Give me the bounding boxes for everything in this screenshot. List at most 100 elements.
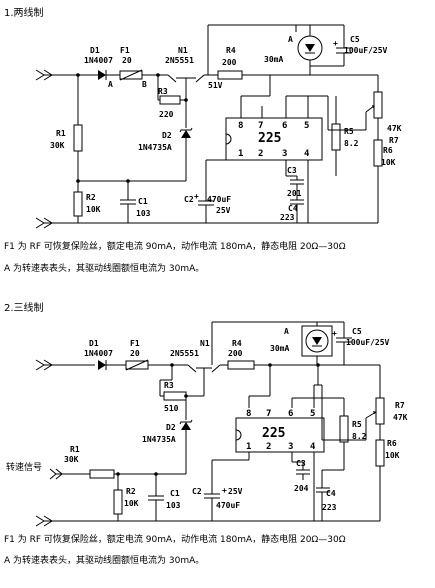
c3-label: C3: [287, 166, 297, 175]
c2-value: 470uF: [207, 195, 231, 204]
transistor-n1-icon-2: [187, 364, 221, 392]
ic-pin5-2: 5: [310, 409, 315, 419]
resistor-r6-icon-2: [375, 439, 385, 467]
c5-value: 100uF/25V: [344, 46, 388, 55]
r1-label: R1: [56, 129, 66, 138]
ic-pin2-2: 2: [266, 442, 271, 452]
r5-label: R5: [344, 127, 354, 136]
n1-value: 2N5551: [165, 56, 194, 65]
ic-pin2: 2: [258, 149, 263, 159]
r3-value: 220: [159, 110, 174, 119]
capacitor-c1-icon: [120, 199, 136, 205]
meter-a-label: A: [288, 35, 293, 44]
c4-label-2: C4: [326, 489, 336, 498]
meter-a-icon: [297, 35, 323, 61]
ic-pin8: 8: [238, 121, 243, 131]
c1-value-2: 103: [166, 501, 181, 510]
svg-text:+: +: [332, 329, 337, 338]
meter-a-current: 30mA: [264, 55, 283, 64]
r2-value: 10K: [86, 205, 101, 214]
c2-value-2: 470uF: [216, 501, 240, 510]
pot-r7-icon: [365, 91, 383, 119]
svg-text:+: +: [222, 486, 227, 495]
ic-pin6: 6: [282, 121, 287, 131]
input-terminal-top-icon: [35, 69, 78, 81]
zener-d2-icon-2: [179, 419, 193, 430]
ic-label-2: 225: [262, 426, 285, 441]
r3-label-2: R3: [164, 381, 174, 390]
resistor-r1-icon-2: [89, 469, 115, 479]
ic-pin7-2: 7: [266, 409, 271, 419]
node-b-label: B: [142, 80, 147, 89]
r3-label: R3: [158, 87, 168, 96]
r7-label: R7: [389, 136, 399, 145]
ic-pin3: 3: [282, 149, 287, 159]
r4-value-2: 200: [228, 349, 243, 358]
c4-value-2: 223: [322, 503, 337, 512]
diode-d1-icon-2: [98, 360, 107, 370]
r7-value-2: 47K: [393, 413, 408, 422]
c4-value: 223: [280, 213, 295, 222]
c1-label-2: C1: [170, 489, 180, 498]
resistor-r2-icon: [73, 191, 83, 217]
ic-pin4-2: 4: [310, 442, 316, 452]
resistor-r3-icon: [159, 95, 181, 105]
resistor-r5-icon-2: [339, 415, 349, 443]
meter-a-icon-2: [301, 325, 333, 357]
r1-value: 30K: [50, 141, 65, 150]
resistor-r5-icon: [331, 123, 341, 151]
capacitor-c3-icon-2: [296, 469, 310, 475]
r4-value: 200: [222, 58, 237, 67]
c2-label-2: C2: [192, 487, 202, 496]
d1-value-2: 1N4007: [84, 349, 113, 358]
r1-label-2: R1: [70, 445, 80, 454]
c3-value-2: 204: [294, 484, 309, 493]
meter-a-label-2: A: [284, 327, 289, 336]
c1-value: 103: [136, 209, 151, 218]
c5-value-2: 100uF/25V: [346, 338, 390, 347]
section1-circuit: D1 1N4007 A F1 20 B N1 2N5551 R3 220: [35, 24, 402, 229]
r5-value-2: 8.2: [352, 432, 367, 441]
ic-225-icon-2: [235, 417, 325, 453]
svg-text:+: +: [194, 192, 199, 201]
c3-value: 201: [287, 189, 302, 198]
zener-d2-icon: [179, 127, 193, 138]
f1-value-2: 20: [130, 349, 140, 358]
c4-label: C4: [288, 204, 298, 213]
n1-value-2: 2N5551: [170, 349, 199, 358]
c5-label: C5: [350, 35, 360, 44]
ic-pin4: 4: [304, 149, 310, 159]
input-terminal-bottom-icon: [35, 217, 78, 229]
d1-value: 1N4007: [84, 56, 113, 65]
ic-pin1: 1: [238, 149, 243, 159]
section1-note-meter: A 为转速表表头，其驱动线圈额恒电流为 30mA。: [4, 262, 204, 274]
capacitor-c1-icon-2: [148, 495, 164, 501]
r6-value: 10K: [381, 158, 396, 167]
ic-pin6-2: 6: [288, 409, 293, 419]
capacitor-c2-icon-2: +: [204, 486, 227, 499]
r7-label-2: R7: [395, 401, 405, 410]
r2-label-2: R2: [126, 487, 136, 496]
capacitor-c4-icon-2: [316, 487, 330, 493]
section1-note-fuse: F1 为 RF 可恢复保险丝，额定电流 90mA，动作电流 180mA，静态电阻…: [4, 240, 346, 252]
transistor-n1-icon: [167, 74, 205, 100]
c3-label-2: C3: [296, 459, 306, 468]
n1-label-2: N1: [200, 339, 210, 348]
r1-value-2: 30K: [64, 455, 79, 464]
resistor-r2-icon-2: [113, 489, 123, 515]
speed-signal-label: 转速信号: [6, 461, 42, 473]
c2-volt-2: 25V: [228, 487, 243, 496]
r5-value: 8.2: [344, 139, 359, 148]
capacitor-c3-icon: [290, 179, 304, 185]
section2-circuit: 转速信号 R1 30K D1 1N4007 F1 20: [6, 321, 408, 527]
r7-value: 47K: [387, 124, 402, 133]
r4-volt: 51V: [208, 81, 223, 90]
ic-pin3-2: 3: [288, 442, 293, 452]
section2-note-meter: A 为转速表表头，其驱动线圈额恒电流为 30mA。: [4, 554, 204, 566]
node-a-label: A: [108, 80, 113, 89]
diode-d1-icon: [98, 70, 107, 80]
svg-text:+: +: [333, 39, 338, 48]
ic-225-icon: [225, 117, 323, 161]
pot-r7-icon-2: [365, 397, 385, 425]
